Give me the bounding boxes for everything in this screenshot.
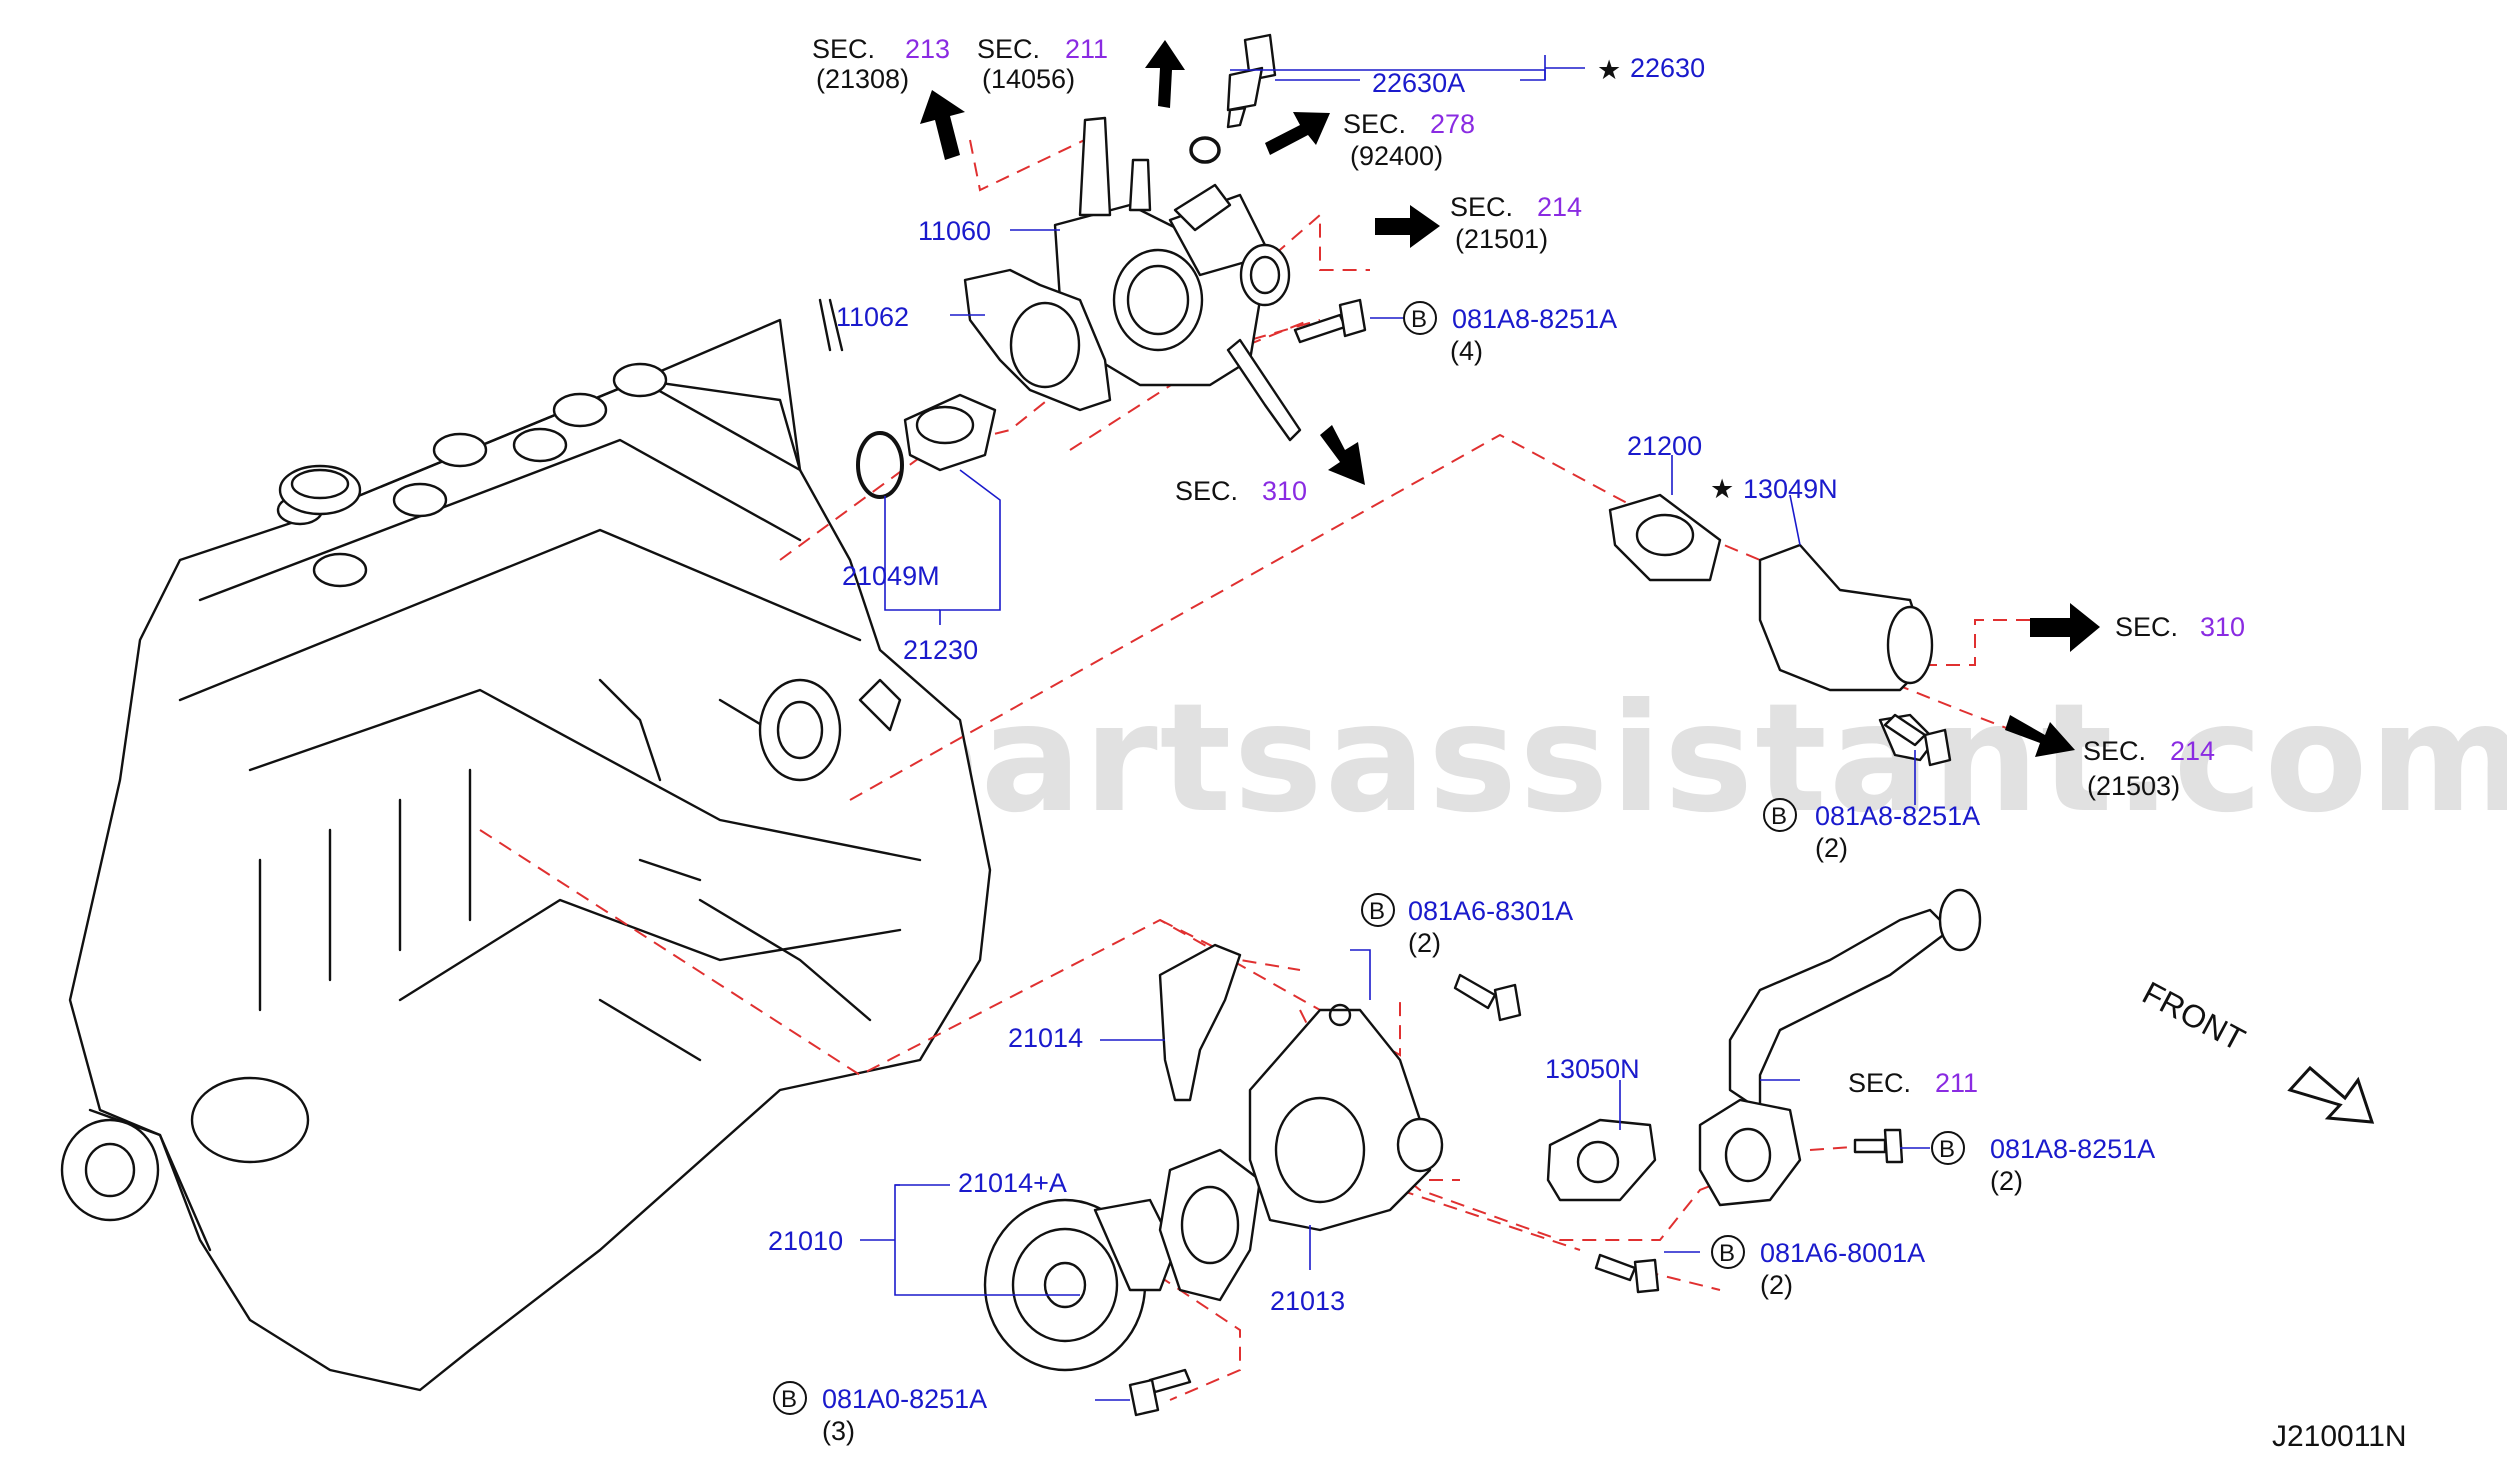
sec-278-label: SEC. 278 (92400)	[1343, 109, 1475, 171]
svg-text:(92400): (92400)	[1350, 141, 1443, 171]
bolt-1-label: 081A8-8251A (4)	[1450, 304, 1617, 366]
bolt-drawings	[1128, 298, 1952, 1417]
bolt-mark-6: B	[781, 1386, 797, 1413]
arrow-sec-214-top	[1375, 205, 1440, 248]
gasket-11062	[963, 268, 1112, 412]
temp-sensor-22630	[1189, 33, 1277, 164]
part-21014: 21014	[1008, 1023, 1083, 1053]
part-21014a: 21014+A	[958, 1168, 1067, 1198]
svg-text:SEC.: SEC.	[2083, 736, 2146, 766]
svg-text:SEC.: SEC.	[1848, 1068, 1911, 1098]
bolt-marks	[773, 301, 1965, 1415]
sec-211-top-label: SEC. 211 (14056)	[977, 34, 1108, 94]
coolant-pipe	[1698, 888, 1982, 1207]
part-22630a: 22630A	[1372, 68, 1465, 98]
svg-text:(21308): (21308)	[816, 64, 909, 94]
svg-text:213: 213	[905, 34, 950, 64]
part-13049n: 13049N	[1743, 474, 1838, 504]
bolt-4-label: 081A8-8251A (2)	[1990, 1134, 2155, 1196]
part-21049m: 21049M	[842, 561, 940, 591]
arrow-sec-310-right	[2030, 603, 2100, 652]
thermostat-21230	[903, 393, 997, 472]
svg-text:310: 310	[2200, 612, 2245, 642]
part-11060: 11060	[918, 216, 991, 246]
part-21230: 21230	[903, 635, 978, 665]
bolt-mark-5: B	[1719, 1240, 1735, 1267]
star-22630: ★	[1597, 55, 1621, 85]
svg-text:214: 214	[1537, 192, 1582, 222]
svg-text:081A6-8001A: 081A6-8001A	[1760, 1238, 1925, 1268]
bolt-3-label: 081A6-8301A (2)	[1408, 896, 1573, 958]
arrow-sec-211	[1145, 40, 1185, 108]
sec-310-right-label: SEC. 310	[2115, 612, 2245, 642]
sec-211-bottom-label: SEC. 211	[1848, 1068, 1978, 1098]
sec-214-top-label: SEC. 214 (21501)	[1450, 192, 1582, 254]
svg-text:(14056): (14056)	[982, 64, 1075, 94]
section-arrows	[920, 40, 2100, 757]
star-13049n: ★	[1710, 474, 1734, 504]
sec-214-right-label: SEC. 214 (21503)	[2083, 736, 2215, 801]
front-label: FRONT	[2137, 974, 2251, 1058]
sec-310-mid-label: SEC. 310	[1175, 476, 1307, 506]
pump-housing-21013	[1248, 1003, 1444, 1232]
sec-213-label: SEC. 213 (21308)	[812, 34, 950, 94]
svg-text:081A8-8251A: 081A8-8251A	[1452, 304, 1617, 334]
svg-text:310: 310	[1262, 476, 1307, 506]
svg-text:081A0-8251A: 081A0-8251A	[822, 1384, 987, 1414]
svg-text:081A8-8251A: 081A8-8251A	[1815, 801, 1980, 831]
bolt-6-label: 081A0-8251A (3)	[822, 1384, 987, 1446]
svg-text:SEC.: SEC.	[1450, 192, 1513, 222]
gasket-21014a	[1158, 1148, 1262, 1302]
arrow-sec-213	[920, 90, 965, 160]
part-21200: 21200	[1627, 431, 1702, 461]
part-11062: 11062	[836, 302, 909, 332]
part-21010: 21010	[768, 1226, 843, 1256]
o-ring-21049m	[856, 431, 904, 499]
svg-text:SEC.: SEC.	[812, 34, 875, 64]
arrow-sec-214-right	[2005, 715, 2075, 757]
water-outlet-housing	[1053, 116, 1302, 442]
svg-text:(2): (2)	[1408, 928, 1441, 958]
bolt-mark-4: B	[1939, 1136, 1955, 1163]
front-arrow-icon	[2287, 1065, 2375, 1124]
bolt-mark-letters: B B B B B B	[781, 306, 1955, 1413]
arrow-sec-278	[1265, 112, 1330, 155]
thermostat-21200	[1608, 493, 1722, 582]
water-pump-21010	[983, 1198, 1177, 1372]
arrow-sec-310-mid	[1320, 425, 1365, 485]
part-22630: 22630	[1630, 53, 1705, 83]
svg-text:SEC.: SEC.	[977, 34, 1040, 64]
svg-text:081A8-8251A: 081A8-8251A	[1990, 1134, 2155, 1164]
svg-text:214: 214	[2170, 736, 2215, 766]
svg-text:(21503): (21503)	[2087, 771, 2180, 801]
bolt-mark-3: B	[1369, 898, 1385, 925]
svg-text:SEC.: SEC.	[1343, 109, 1406, 139]
part-21013: 21013	[1270, 1286, 1345, 1316]
bolt-mark-1: B	[1411, 306, 1427, 333]
gasket-21014	[1158, 943, 1242, 1102]
svg-text:(2): (2)	[1990, 1166, 2023, 1196]
part-13050n: 13050N	[1545, 1054, 1640, 1084]
svg-text:211: 211	[1065, 34, 1108, 64]
svg-text:(2): (2)	[1760, 1270, 1793, 1300]
svg-text:SEC.: SEC.	[1175, 476, 1238, 506]
bolt-5-label: 081A6-8001A (2)	[1760, 1238, 1925, 1300]
svg-text:211: 211	[1935, 1068, 1978, 1098]
svg-text:(21501): (21501)	[1455, 224, 1548, 254]
bolt-2-label: 081A8-8251A (2)	[1815, 801, 1980, 863]
leader-lines	[860, 55, 1930, 1401]
svg-text:(4): (4)	[1450, 336, 1483, 366]
gasket-13050n	[1546, 1118, 1657, 1202]
svg-text:(2): (2)	[1815, 833, 1848, 863]
svg-text:081A6-8301A: 081A6-8301A	[1408, 896, 1573, 926]
svg-text:(3): (3)	[822, 1416, 855, 1446]
svg-text:278: 278	[1430, 109, 1475, 139]
bolt-mark-2: B	[1771, 803, 1787, 830]
diagram-id: J210011N	[2272, 1420, 2407, 1453]
engine-block	[60, 298, 992, 1392]
svg-text:SEC.: SEC.	[2115, 612, 2178, 642]
